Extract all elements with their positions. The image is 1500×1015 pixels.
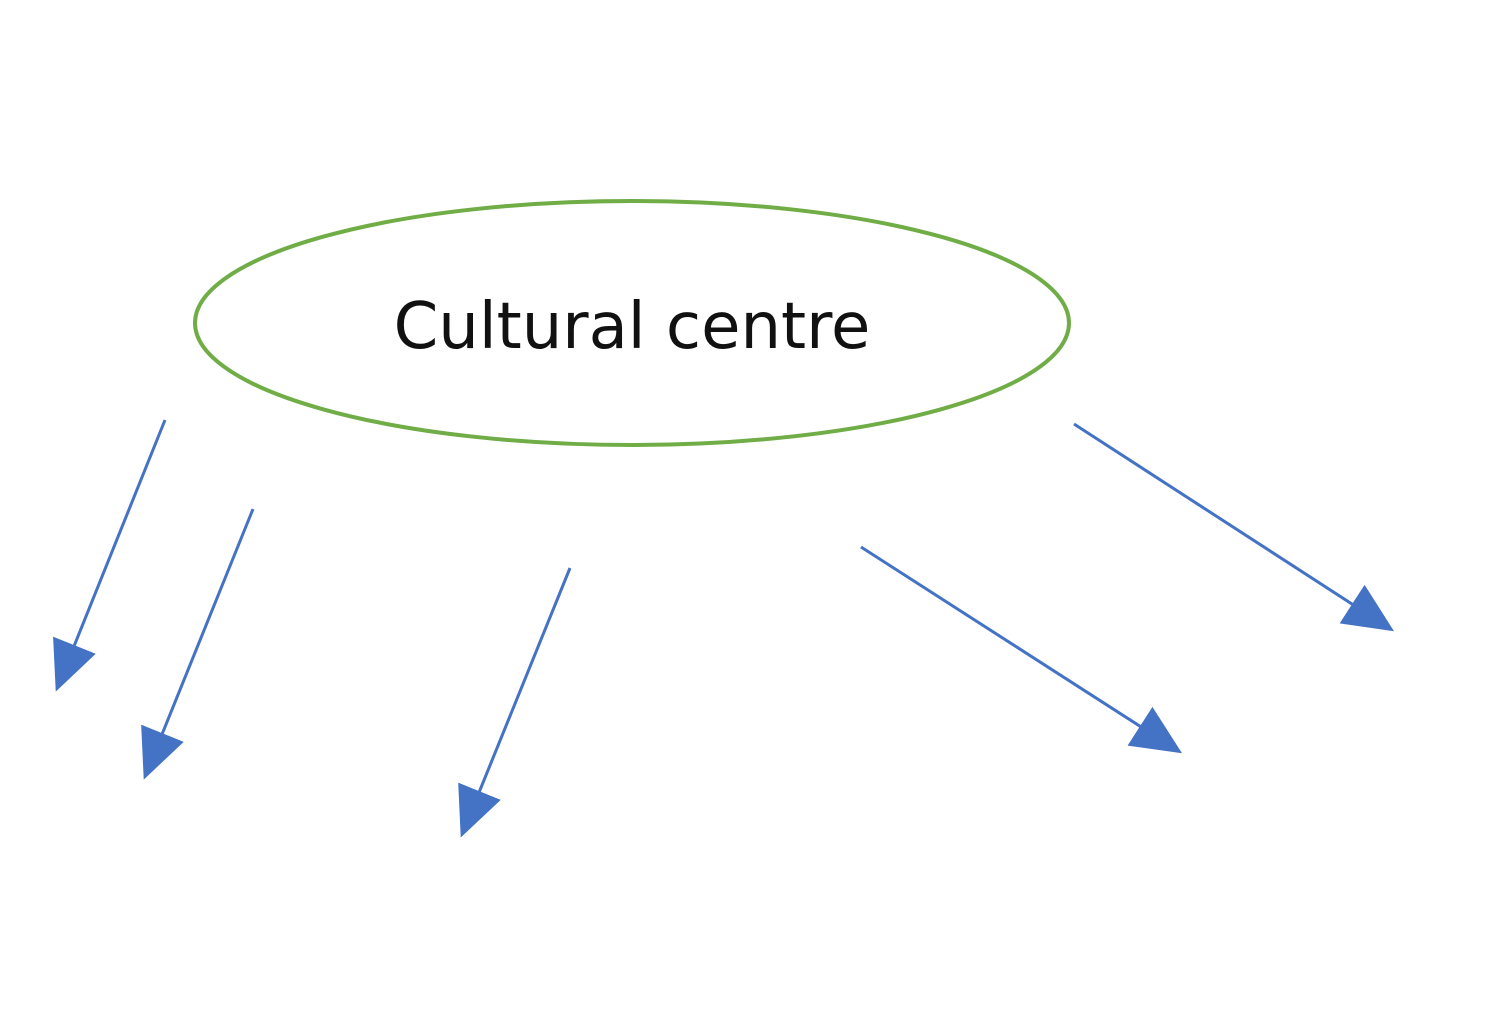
arrow-4 xyxy=(860,545,1183,754)
central-node: Cultural centre xyxy=(193,199,1071,447)
arrow-3 xyxy=(458,567,572,838)
arrow-5 xyxy=(1073,422,1395,632)
arrow-1 xyxy=(53,419,167,692)
arrow-2 xyxy=(141,508,255,780)
central-node-label: Cultural centre xyxy=(394,290,871,364)
arrows xyxy=(53,419,1395,838)
central-node-ellipse xyxy=(193,199,1071,447)
